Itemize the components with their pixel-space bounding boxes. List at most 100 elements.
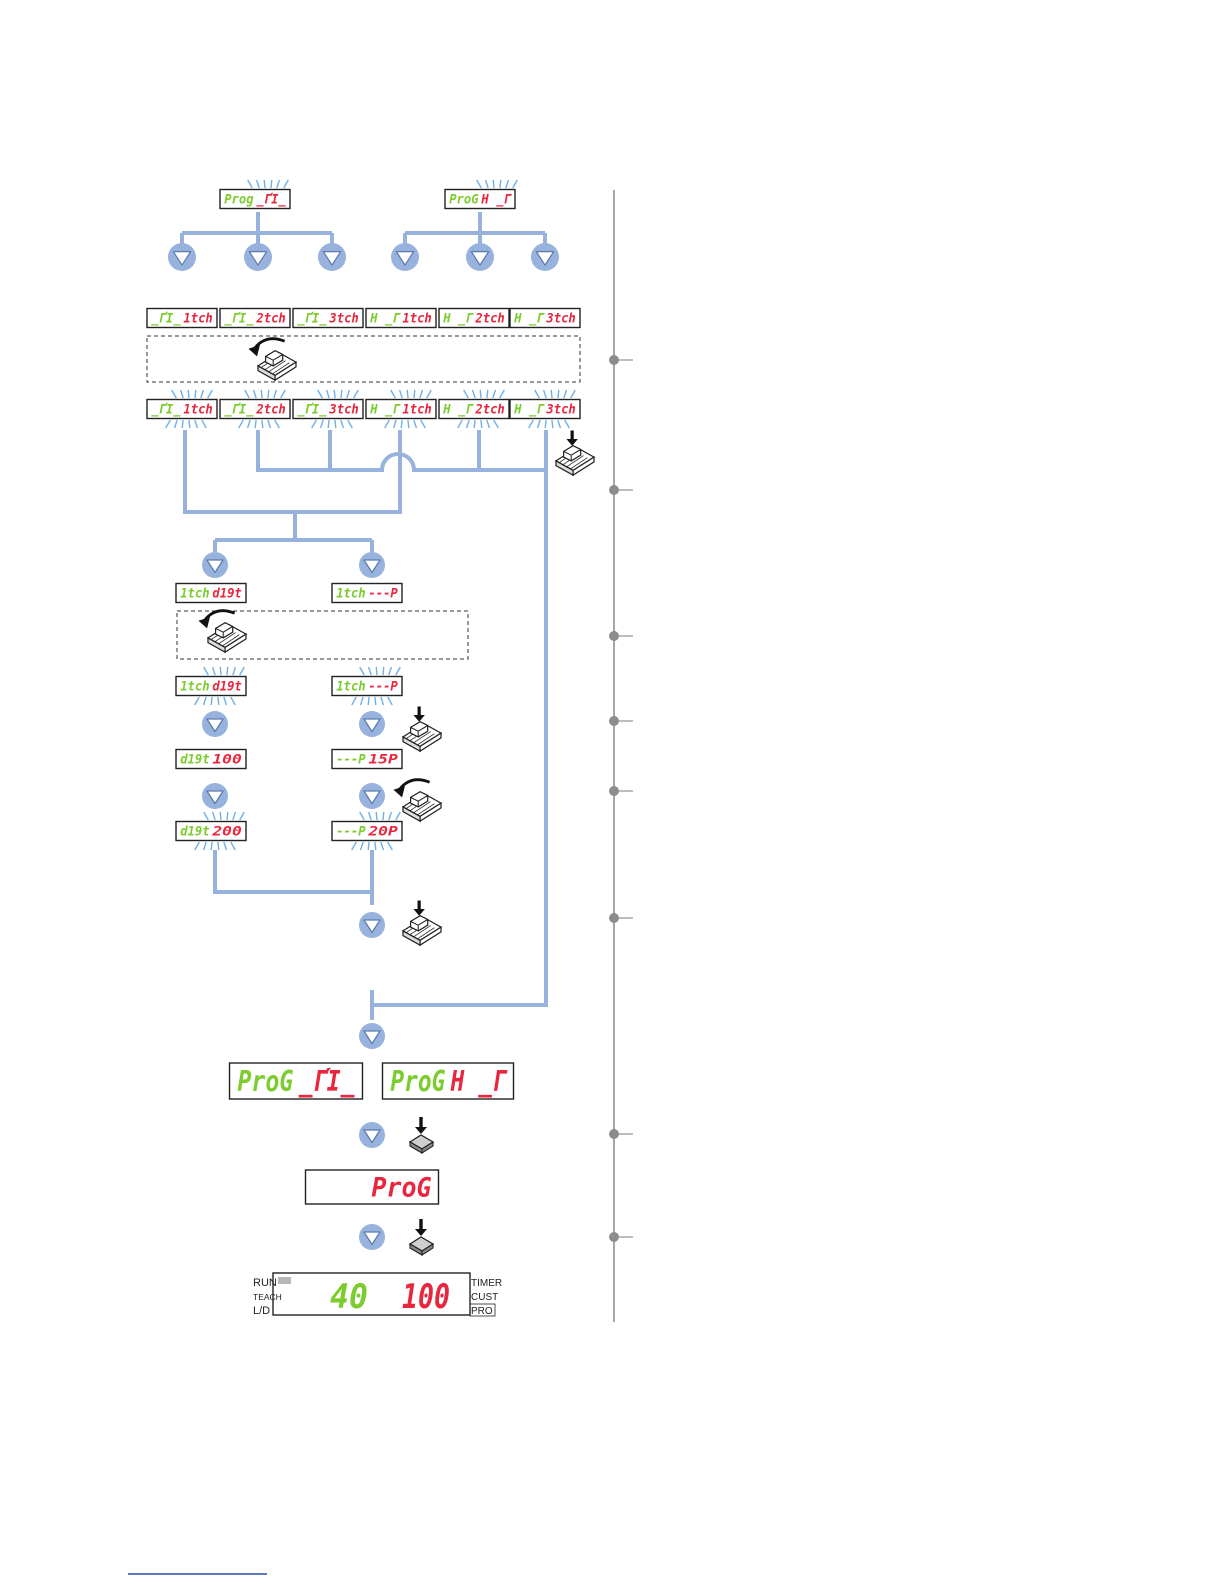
- display-red-text: 2tch: [474, 403, 504, 418]
- display-red-text: 3tch: [545, 312, 575, 327]
- blinking-rays-icon: [360, 668, 400, 675]
- display-green-text: d19t: [180, 825, 210, 840]
- push-button-icon: [410, 1117, 433, 1153]
- display-green-text: H _Γ: [442, 312, 473, 327]
- display-red-text: H _Γ: [450, 1065, 508, 1098]
- timeline-step-dot: [609, 1129, 619, 1139]
- blinking-rays-icon: [312, 421, 352, 428]
- blinking-rays-icon: [391, 391, 431, 398]
- blinking-rays-icon: [248, 181, 288, 188]
- blinking-rays-icon: [318, 391, 358, 398]
- triangle-down-icon: [359, 1122, 385, 1148]
- triangle-down-icon: [359, 711, 385, 737]
- flow-connector-lines: [182, 212, 546, 1020]
- display-green-text: 1tch: [180, 680, 210, 695]
- display-green-text: ---P: [336, 825, 366, 840]
- display-green-text: 1tch: [336, 587, 366, 602]
- run-screen-function-label: PRO: [471, 1306, 493, 1317]
- lever-switch-up-icon: [394, 780, 442, 821]
- display-one-touch-percent: 1tch---P: [332, 584, 402, 603]
- step-timeline: [609, 190, 633, 1322]
- blinking-rays-icon: [464, 391, 504, 398]
- display-teach-method: _ΓΊ_1tch: [147, 309, 217, 328]
- run-screen-function-label: TIMER: [471, 1278, 502, 1289]
- blinking-rays-icon: [172, 391, 212, 398]
- display-green-text: _ΓΊ_: [224, 403, 254, 418]
- display-red-text: 1tch: [402, 312, 432, 327]
- triangle-down-icon: [202, 783, 228, 809]
- blinking-rays-icon: [352, 843, 392, 850]
- display-red-text: ProG: [372, 1173, 432, 1204]
- display-green-text: d19t: [180, 753, 210, 768]
- display-teach-method: _ΓΊ_2tch: [220, 309, 290, 328]
- display-green-text: _ΓΊ_: [224, 312, 254, 327]
- blinking-rays-icon: [204, 668, 244, 675]
- run-screen-green-value: 40: [330, 1277, 368, 1317]
- triangle-down-icon: [359, 783, 385, 809]
- triangle-down-icon: [318, 243, 346, 271]
- lever-switch-down-icon: [403, 901, 441, 946]
- run-indicator-led: [278, 1277, 291, 1284]
- display-red-text: 200: [211, 825, 242, 840]
- push-button-icon: [410, 1219, 433, 1255]
- display-green-text: H _Γ: [369, 312, 400, 327]
- run-screen-mode-label: TEACH: [253, 1292, 282, 1302]
- branch-line-one-touch-options: [215, 512, 372, 552]
- blinking-rays-icon: [195, 843, 235, 850]
- triangle-down-icon: [359, 912, 385, 938]
- blinking-rays-icon: [352, 698, 392, 705]
- timeline-step-dot: [609, 1232, 619, 1242]
- display-teach-method-selected: _ΓΊ_3tch: [293, 391, 363, 428]
- merge-line-values: [215, 850, 372, 905]
- display-green-text: ProG: [449, 193, 479, 208]
- display-green-text: ProG: [237, 1065, 293, 1098]
- display-green-text: _ΓΊ_: [297, 312, 327, 327]
- operation-icons: [199, 339, 595, 1255]
- lever-switch-down-icon: [403, 707, 441, 752]
- timeline-step-dot: [609, 913, 619, 923]
- display-red-text: 2tch: [474, 312, 504, 327]
- display-red-text: 1tch: [183, 403, 213, 418]
- display-red-text: d19t: [212, 680, 242, 695]
- blinking-rays-icon: [204, 813, 244, 820]
- display-red-text: _ΓΊ_: [299, 1065, 355, 1098]
- triangle-down-icon: [466, 243, 494, 271]
- branch-line-right-program: [405, 212, 545, 244]
- blinking-rays-icon: [360, 813, 400, 820]
- display-prog-screen: ProG: [306, 1170, 439, 1204]
- blinking-rays-icon: [385, 421, 425, 428]
- timeline-step-dot: [609, 716, 619, 726]
- blinking-rays-icon: [529, 421, 569, 428]
- triangle-down-icon: [202, 552, 228, 578]
- blinking-rays-icon: [535, 391, 575, 398]
- display-red-text: 15P: [368, 753, 398, 768]
- blinking-rays-icon: [195, 698, 235, 705]
- blinking-rays-icon: [166, 421, 206, 428]
- triangle-down-icon: [244, 243, 272, 271]
- display-red-text: 1tch: [183, 312, 213, 327]
- display-red-text: ---P: [368, 587, 398, 602]
- display-red-text: 3tch: [328, 312, 358, 327]
- dashed-box-select-method: [147, 336, 580, 382]
- display-green-text: 1tch: [336, 680, 366, 695]
- display-teach-method: H _Γ2tch: [439, 309, 509, 328]
- display-red-text: ---P: [368, 680, 398, 695]
- blinking-rays-icon: [458, 421, 498, 428]
- blinking-rays-icon: [245, 391, 285, 398]
- display-teach-method-selected: _ΓΊ_2tch: [220, 391, 290, 428]
- display-green-text: ProG: [390, 1065, 445, 1098]
- timeline-step-dot: [609, 355, 619, 365]
- display-green-text: ---P: [336, 753, 366, 768]
- run-screen-mode-label: L/D: [253, 1305, 270, 1317]
